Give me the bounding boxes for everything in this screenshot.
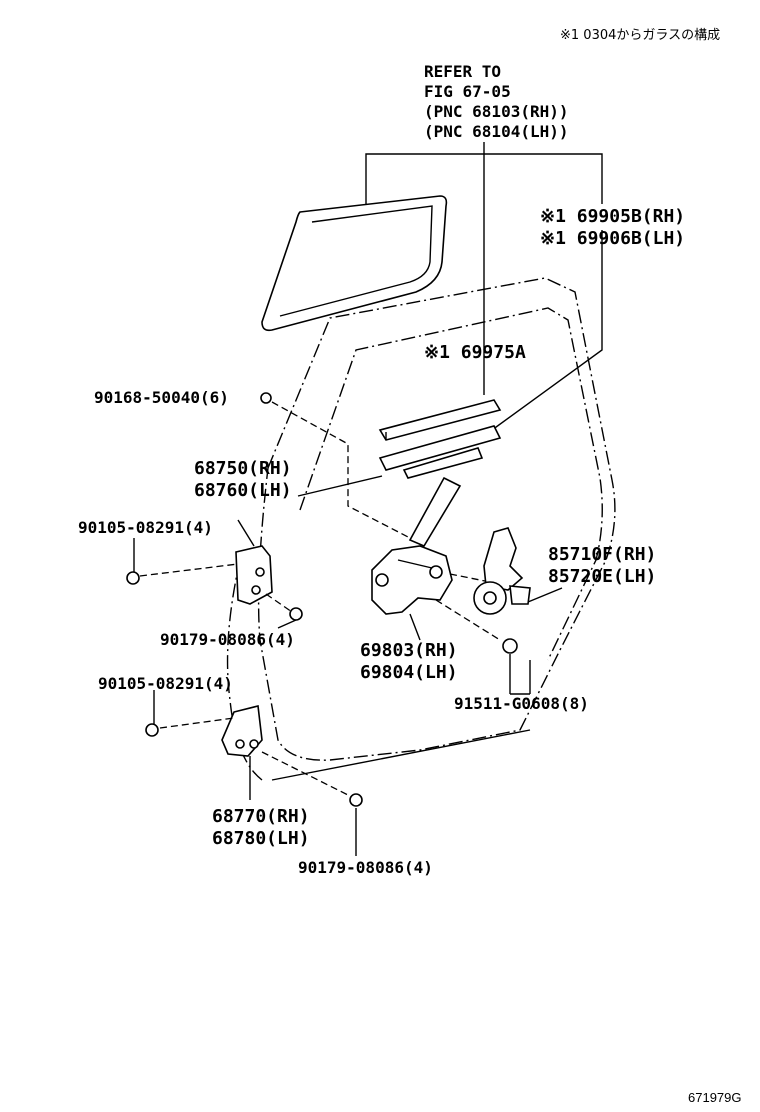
refer-line-3: (PNC 68103(RH)) <box>424 102 569 121</box>
motor-label-rh: 85710F(RH) <box>548 544 657 565</box>
nut-regulator-icon <box>502 638 531 695</box>
hinge-upper-label-lh: 68760(LH) <box>194 480 292 501</box>
hinge-upper-label-rh: 68750(RH) <box>194 458 292 479</box>
weatherstrip-part <box>378 425 502 479</box>
bolt-lower-label: 90105-08291(4) <box>98 674 233 693</box>
nut-regulator-label: 91511-G0608(8) <box>454 694 589 713</box>
nut-lower-label: 90179-08086(4) <box>298 858 433 877</box>
header-note: ※1 0304からガラスの構成 <box>560 28 721 43</box>
nut-upper-label: 90179-08086(4) <box>160 630 295 649</box>
hinge-lower-label-lh: 68780(LH) <box>212 828 310 849</box>
lower-hinge-part <box>221 705 263 800</box>
nut-upper-icon <box>265 593 303 621</box>
window-regulator-part <box>371 476 501 641</box>
window-motor-part <box>473 527 531 615</box>
bolt-upper-icon <box>126 563 239 585</box>
weatherstrip-label-lh: ※1 69906B(LH) <box>540 228 686 249</box>
regulator-label-lh: 69804(LH) <box>360 662 458 683</box>
leader-lines <box>133 475 563 781</box>
bolt-top-label: 90168-50040(6) <box>94 388 229 407</box>
refer-line-4: (PNC 68104(LH)) <box>424 122 569 141</box>
upper-hinge-part <box>235 519 273 605</box>
regulator-label-rh: 69803(RH) <box>360 640 458 661</box>
bolt-top-icon <box>260 392 411 539</box>
motor-label-lh: 85720E(LH) <box>548 566 657 587</box>
refer-line-1: REFER TO <box>424 62 502 81</box>
door-glass-part <box>261 195 448 332</box>
bolt-upper-label: 90105-08291(4) <box>78 518 213 537</box>
bolt-lower-icon <box>145 717 235 737</box>
figure-code: 671979G <box>688 1090 742 1105</box>
weatherstrip-label-rh: ※1 69905B(RH) <box>540 206 686 227</box>
refer-bracket-lines <box>365 142 603 431</box>
hinge-lower-label-rh: 68770(RH) <box>212 806 310 827</box>
run-channel-label: ※1 69975A <box>424 342 526 363</box>
refer-line-2: FIG 67-05 <box>424 82 511 101</box>
glass-run-channel-part <box>378 399 502 441</box>
